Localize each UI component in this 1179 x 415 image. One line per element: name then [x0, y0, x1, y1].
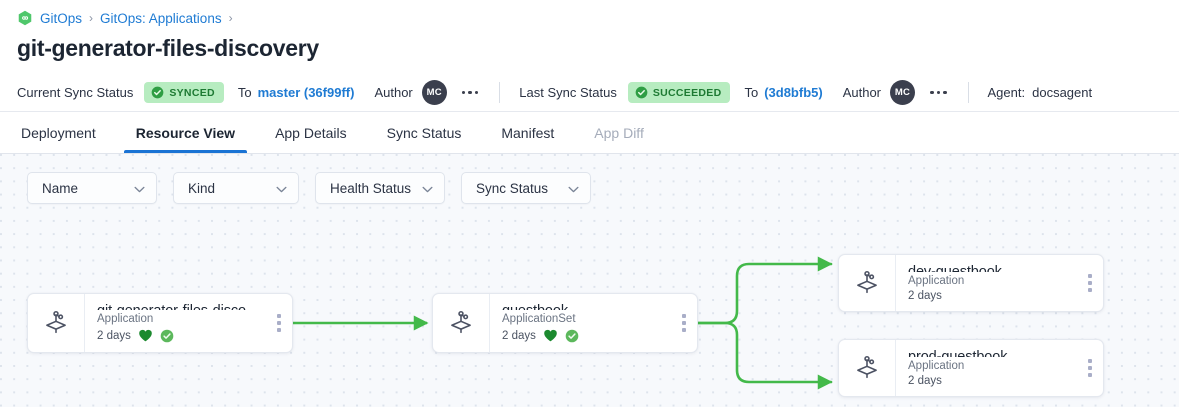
green-heart-icon: [138, 328, 153, 343]
tab-manifest[interactable]: Manifest: [501, 124, 555, 141]
node-content: git-generator-files-disco… Application 2…: [84, 294, 266, 352]
chevron-down-icon: [276, 181, 287, 196]
breadcrumb-item-applications[interactable]: GitOps: Applications: [100, 10, 222, 26]
argo-application-icon: [28, 294, 84, 352]
node-meta: 2 days: [908, 290, 1077, 302]
filter-kind-label: Kind: [188, 180, 216, 196]
filter-health-status-label: Health Status: [330, 180, 412, 196]
node-title: prod-guestbook: [908, 349, 1008, 357]
tab-deployment[interactable]: Deployment: [21, 124, 96, 141]
resource-graph-canvas[interactable]: Name Kind Health Status Sync Status: [0, 154, 1179, 407]
breadcrumb-separator: ›: [228, 11, 233, 25]
agent-value: docsagent: [1032, 85, 1093, 100]
status-badge-synced[interactable]: SYNCED: [144, 82, 224, 103]
node-overflow-menu-icon[interactable]: [1077, 340, 1103, 396]
filter-bar: Name Kind Health Status Sync Status: [27, 172, 591, 204]
page-title: git-generator-files-discovery: [17, 35, 319, 61]
gitops-hexagon-infinity-icon: [17, 10, 33, 26]
filter-health-status[interactable]: Health Status: [315, 172, 445, 204]
status-badge-succeeded-text: SUCCEEDED: [652, 86, 722, 99]
status-bar: Current Sync Status SYNCED To master (36…: [0, 74, 1179, 112]
tab-sync-status[interactable]: Sync Status: [386, 124, 462, 141]
status-badge-succeeded[interactable]: SUCCEEDED: [627, 82, 731, 103]
last-author-label: Author: [842, 85, 882, 100]
green-check-circle-icon: [565, 329, 579, 343]
node-kind: Application: [908, 360, 965, 372]
graph-node-guestbook[interactable]: guestbook ApplicationSet 2 days: [432, 293, 698, 353]
graph-node-git-generator-files-discovery[interactable]: git-generator-files-disco… Application 2…: [27, 293, 293, 353]
breadcrumb-item-gitops[interactable]: GitOps: [40, 10, 83, 26]
node-content: prod-guestbook Application 2 days: [895, 340, 1077, 396]
last-revision-link[interactable]: (3d8bfb5): [764, 85, 823, 100]
node-overflow-menu-icon[interactable]: [266, 294, 292, 352]
tab-resource-view[interactable]: Resource View: [116, 112, 255, 153]
node-age: 2 days: [502, 329, 536, 342]
tab-app-diff: App Diff: [594, 124, 644, 141]
node-age: 2 days: [908, 375, 942, 387]
node-title: guestbook: [502, 303, 671, 310]
filter-name[interactable]: Name: [27, 172, 157, 204]
avatar[interactable]: MC: [421, 80, 447, 105]
node-meta: 2 days: [908, 375, 1077, 387]
chevron-down-icon: [568, 181, 579, 196]
tab-bar: Deployment Resource View App Details Syn…: [0, 112, 1179, 154]
node-title: dev-guestbook: [908, 264, 1002, 272]
current-sync-status-label: Current Sync Status: [17, 85, 134, 100]
node-title: git-generator-files-disco…: [97, 303, 266, 310]
current-author-label: Author: [374, 85, 413, 100]
green-check-circle-icon: [160, 329, 174, 343]
filter-sync-status[interactable]: Sync Status: [461, 172, 591, 204]
node-age: 2 days: [908, 290, 942, 302]
node-kind: Application: [97, 313, 154, 325]
edge-appset-to-prod: [695, 321, 833, 390]
node-age: 2 days: [97, 329, 131, 342]
breadcrumb: GitOps › GitOps: Applications ›: [0, 0, 1179, 26]
status-badge-synced-text: SYNCED: [169, 86, 215, 99]
node-overflow-menu-icon[interactable]: [1077, 255, 1103, 311]
node-meta: 2 days: [502, 328, 671, 343]
graph-node-dev-guestbook[interactable]: dev-guestbook Application 2 days: [838, 254, 1104, 312]
green-heart-icon: [543, 328, 558, 343]
node-overflow-menu-icon[interactable]: [671, 294, 697, 352]
node-content: guestbook ApplicationSet 2 days: [489, 294, 671, 352]
argo-application-icon: [839, 255, 895, 311]
divider: [967, 82, 969, 103]
node-meta: 2 days: [97, 328, 266, 343]
divider: [499, 82, 501, 103]
argo-application-icon: [839, 340, 895, 396]
check-circle-icon: [151, 86, 164, 99]
breadcrumb-separator: ›: [89, 11, 94, 25]
filter-sync-status-label: Sync Status: [476, 180, 549, 196]
edge-appset-to-dev: [695, 256, 833, 325]
avatar[interactable]: MC: [890, 80, 916, 105]
tab-app-details[interactable]: App Details: [275, 124, 347, 141]
node-content: dev-guestbook Application 2 days: [895, 255, 1077, 311]
argo-application-icon: [433, 294, 489, 352]
check-circle-icon: [635, 86, 648, 99]
more-horizontal-icon[interactable]: [928, 87, 949, 99]
chevron-down-icon: [134, 181, 145, 196]
graph-edges: [292, 256, 833, 390]
filter-name-label: Name: [42, 180, 79, 196]
filter-kind[interactable]: Kind: [173, 172, 299, 204]
last-to-label: To: [744, 85, 759, 100]
current-revision-link[interactable]: master (36f99ff): [257, 85, 355, 100]
more-horizontal-icon[interactable]: [460, 87, 481, 99]
graph-node-prod-guestbook[interactable]: prod-guestbook Application 2 days: [838, 339, 1104, 397]
node-kind: ApplicationSet: [502, 313, 576, 325]
last-sync-status-label: Last Sync Status: [519, 85, 617, 100]
chevron-down-icon: [422, 181, 433, 196]
agent-label: Agent:: [987, 85, 1026, 100]
node-kind: Application: [908, 275, 965, 287]
current-to-label: To: [237, 85, 252, 100]
